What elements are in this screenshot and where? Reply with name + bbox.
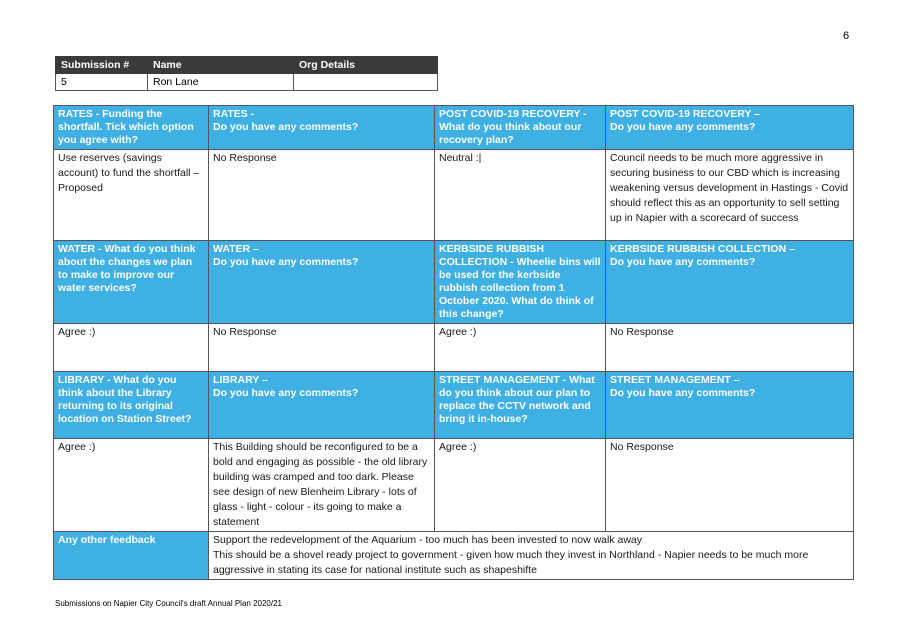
covid-question-text: What do you think about our recovery pla… — [439, 121, 582, 146]
library-street-header-row: LIBRARY - What do you think about the Li… — [53, 371, 854, 439]
other-feedback-label: Any other feedback — [53, 531, 209, 580]
rates-comments-answer: No Response — [208, 149, 435, 241]
covid-comments-header: POST COVID-19 RECOVERY – Do you have any… — [605, 105, 854, 150]
submission-value-row: 5 Ron Lane — [55, 73, 438, 91]
street-question-cell: STREET MANAGEMENT - What do you think ab… — [434, 371, 606, 439]
covid-comments-subtitle: Do you have any comments? — [610, 121, 756, 133]
covid-question-cell: POST COVID-19 RECOVERY - What do you thi… — [434, 105, 606, 150]
water-question-title: WATER — [58, 243, 96, 255]
library-street-answer-row: Agree :) This Building should be reconfi… — [53, 438, 854, 532]
submission-table: Submission # Name Org Details 5 Ron Lane — [55, 56, 438, 91]
other-feedback-line-1: Support the redevelopment of the Aquariu… — [213, 534, 643, 546]
other-feedback-answer: Support the redevelopment of the Aquariu… — [208, 531, 854, 580]
covid-question-title: POST COVID-19 RECOVERY - — [439, 108, 587, 120]
rates-covid-answer-row: Use reserves (savings account) to fund t… — [53, 149, 854, 241]
other-feedback-line-2: This should be a shovel ready project to… — [213, 549, 809, 576]
water-question-text: - What do you think about the changes we… — [58, 243, 196, 294]
library-question-cell: LIBRARY - What do you think about the Li… — [53, 371, 209, 439]
submission-number-value: 5 — [55, 73, 148, 91]
water-kerbside-header-row: WATER - What do you think about the chan… — [53, 240, 854, 324]
water-comments-title: WATER – — [213, 243, 259, 255]
water-comments-answer: No Response — [208, 323, 435, 372]
rates-covid-header-row: RATES - Funding the shortfall. Tick whic… — [53, 105, 854, 150]
rates-question-cell: RATES - Funding the shortfall. Tick whic… — [53, 105, 209, 150]
kerbside-comments-answer: No Response — [605, 323, 854, 372]
kerbside-question-title: KERBSIDE RUBBISH COLLECTION — [439, 243, 545, 268]
org-details-value — [293, 73, 438, 91]
street-answer: Agree :) — [434, 438, 606, 532]
rates-comments-header: RATES - Do you have any comments? — [208, 105, 435, 150]
street-question-text: - What do you think about our plan to re… — [439, 374, 595, 425]
water-question-cell: WATER - What do you think about the chan… — [53, 240, 209, 324]
kerbside-comments-subtitle: Do you have any comments? — [610, 256, 756, 268]
name-header: Name — [147, 56, 294, 74]
street-comments-header: STREET MANAGEMENT – Do you have any comm… — [605, 371, 854, 439]
kerbside-comments-title: KERBSIDE RUBBISH COLLECTION – — [610, 243, 795, 255]
street-question-title: STREET MANAGEMENT — [439, 374, 560, 386]
org-details-header: Org Details — [293, 56, 438, 74]
water-comments-header: WATER – Do you have any comments? — [208, 240, 435, 324]
kerbside-comments-header: KERBSIDE RUBBISH COLLECTION – Do you hav… — [605, 240, 854, 324]
rates-comments-subtitle: Do you have any comments? — [213, 121, 359, 133]
street-comments-answer: No Response — [605, 438, 854, 532]
page-footer: Submissions on Napier City Council's dra… — [55, 599, 282, 608]
rates-question-text: RATES - Funding the shortfall. Tick whic… — [58, 108, 194, 146]
submission-responses-table: RATES - Funding the shortfall. Tick whic… — [53, 105, 854, 580]
water-answer: Agree :) — [53, 323, 209, 372]
submission-number-header: Submission # — [55, 56, 148, 74]
street-comments-title: STREET MANAGEMENT – — [610, 374, 740, 386]
library-question-text: - What do you think about the Library re… — [58, 374, 192, 425]
kerbside-question-text: - Wheelie bins will be used for the kerb… — [439, 256, 601, 320]
covid-comments-title: POST COVID-19 RECOVERY – — [610, 108, 760, 120]
library-comments-subtitle: Do you have any comments? — [213, 387, 359, 399]
covid-comments-answer: Council needs to be much more aggressive… — [605, 149, 854, 241]
other-feedback-row: Any other feedback Support the redevelop… — [53, 531, 854, 580]
rates-answer: Use reserves (savings account) to fund t… — [53, 149, 209, 241]
submission-header-row: Submission # Name Org Details — [55, 56, 438, 74]
water-kerbside-answer-row: Agree :) No Response Agree :) No Respons… — [53, 323, 854, 372]
name-value: Ron Lane — [147, 73, 294, 91]
kerbside-answer: Agree :) — [434, 323, 606, 372]
library-question-title: LIBRARY — [58, 374, 105, 386]
water-comments-subtitle: Do you have any comments? — [213, 256, 359, 268]
rates-comments-title: RATES - — [213, 108, 255, 120]
library-comments-header: LIBRARY – Do you have any comments? — [208, 371, 435, 439]
page-number: 6 — [843, 30, 850, 42]
kerbside-question-cell: KERBSIDE RUBBISH COLLECTION - Wheelie bi… — [434, 240, 606, 324]
library-comments-title: LIBRARY – — [213, 374, 268, 386]
street-comments-subtitle: Do you have any comments? — [610, 387, 756, 399]
library-answer: Agree :) — [53, 438, 209, 532]
covid-answer: Neutral :| — [434, 149, 606, 241]
library-comments-answer: This Building should be reconfigured to … — [208, 438, 435, 532]
